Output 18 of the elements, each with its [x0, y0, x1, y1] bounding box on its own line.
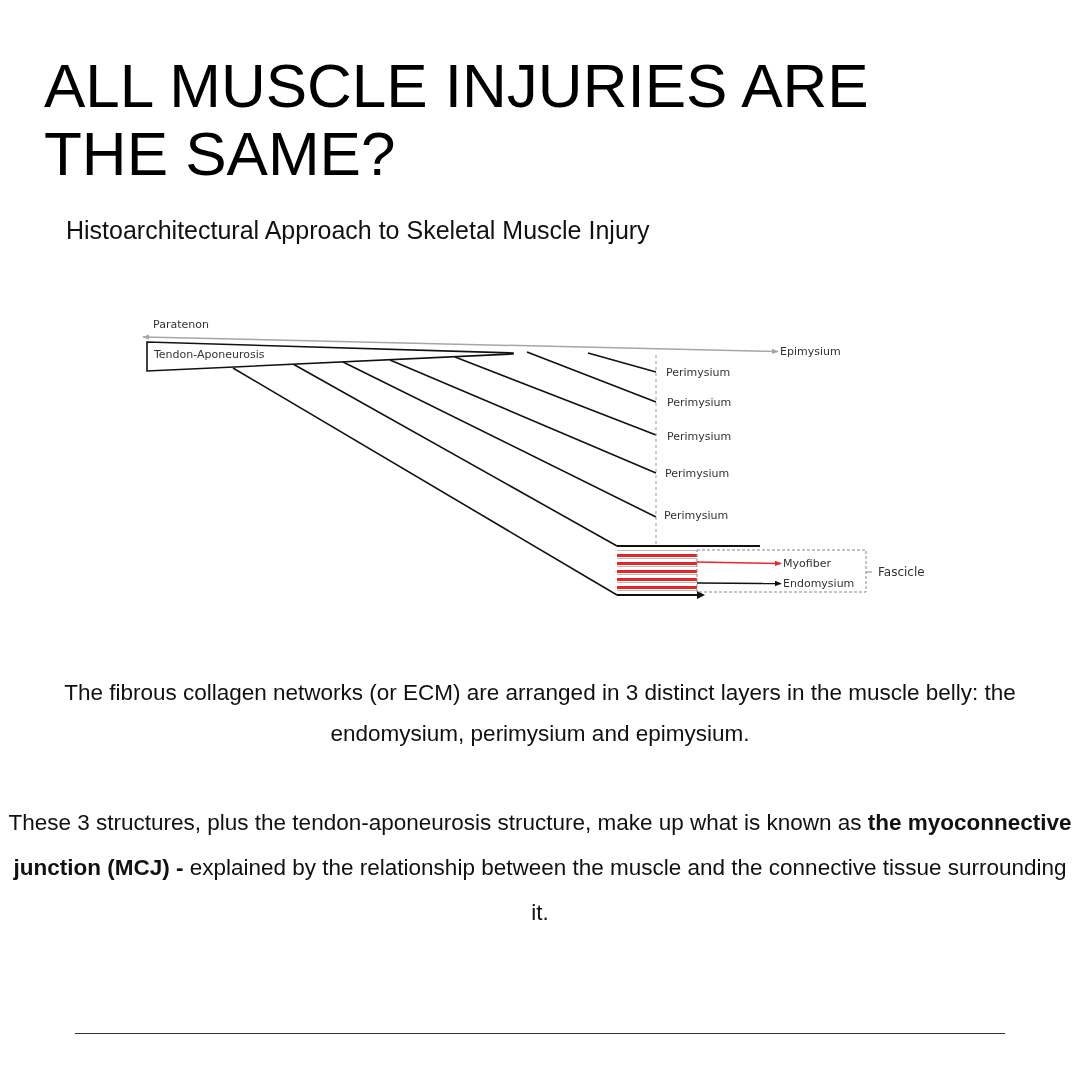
body-text: These 3 structures, plus the tendon-aponeurosis structure, make up what is known as the myoconnective junction (MCJ) - explained by the relationship between the muscle and the connective tissue surrounding it.	[8, 809, 1072, 927]
part-label: Epimysium	[780, 344, 841, 359]
part-label: Perimysium	[667, 396, 732, 409]
part-label: Paratenon	[153, 318, 209, 331]
body-text: The fibrous collagen networks (or ECM) are arranged in 3 distinct layers in the muscle belly: the endomysium, perimysium and epimysium.	[63, 679, 1017, 748]
arrow	[142, 334, 779, 355]
part-label: Tendon-Aponeurosis	[154, 348, 265, 361]
part-label: Perimysium	[665, 467, 730, 480]
part-label: Perimysium	[667, 430, 732, 443]
part-label: Perimysium	[664, 509, 729, 522]
part-label: Myofiber	[783, 556, 831, 571]
page-title: ALL MUSCLE INJURIES ARE THE SAME?	[44, 52, 870, 188]
arrow	[696, 560, 782, 567]
part-label: Fascicle	[878, 565, 925, 579]
subtitle: Histoarchitectural Approach to Skeletal Muscle Injury	[66, 216, 650, 245]
part-label: Endomysium	[783, 576, 855, 591]
arrow	[696, 580, 782, 587]
part-label: Perimysium	[666, 366, 731, 379]
